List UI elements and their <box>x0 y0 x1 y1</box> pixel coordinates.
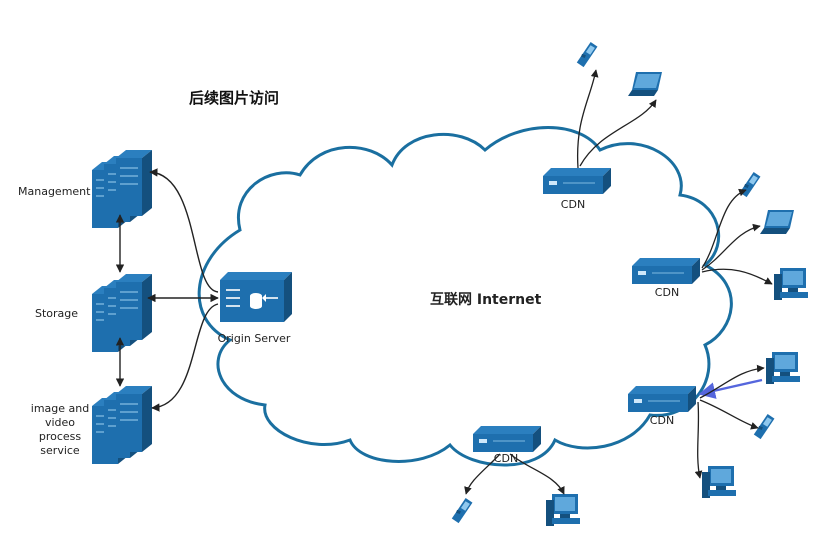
pc-device <box>766 352 800 384</box>
phone-device <box>451 496 474 526</box>
process-label-line: video <box>45 416 75 429</box>
cdn-label: CDN <box>650 414 674 427</box>
process-label-line: service <box>40 444 80 457</box>
laptop-device <box>628 72 662 96</box>
cdn-node-bottom <box>472 425 542 453</box>
storage-label: Storage <box>35 307 78 320</box>
link-right-cdn-pc <box>701 268 773 285</box>
arrow-origin-process <box>151 303 219 412</box>
process-service-server <box>91 385 153 465</box>
pc-device <box>774 268 808 300</box>
arrow-origin-management <box>149 168 219 293</box>
link-right-cdn-laptop <box>701 223 761 271</box>
origin-server-label: Origin Server <box>218 332 291 345</box>
cdn-node-lower-right <box>627 385 697 413</box>
pc-device <box>546 494 580 526</box>
origin-server <box>220 272 292 322</box>
process-label-line: process <box>39 430 82 443</box>
process-label-line: image and <box>31 402 89 415</box>
phone-device <box>739 170 762 200</box>
storage-server <box>91 273 153 353</box>
pc-device <box>702 466 736 498</box>
internet-label: 互联网 Internet <box>430 292 542 308</box>
link-bottom-cdn-phone <box>464 453 501 495</box>
process-service-label: image and video process service <box>31 402 89 457</box>
laptop-device <box>760 210 794 234</box>
cdn-label: CDN <box>494 452 518 465</box>
cdn-label: CDN <box>561 198 585 211</box>
phone-device <box>576 40 599 70</box>
request-arrow-highlight <box>698 378 763 399</box>
link-lower-cdn-phone <box>699 399 759 430</box>
internet-cloud <box>197 126 733 467</box>
link-top-cdn-laptop <box>579 99 657 167</box>
phone-device <box>753 412 776 442</box>
link-bottom-cdn-pc <box>509 453 565 495</box>
link-lower-cdn-pc-bottom <box>694 401 703 479</box>
diagram-title: 后续图片访问 <box>189 89 279 107</box>
management-label: Management <box>18 185 91 198</box>
cdn-node-top <box>542 167 612 195</box>
cdn-label: CDN <box>655 286 679 299</box>
link-lower-cdn-pc-top <box>699 364 765 399</box>
link-top-cdn-phone <box>576 69 599 169</box>
cdn-node-right <box>631 257 701 285</box>
management-server <box>91 149 153 229</box>
link-right-cdn-phone <box>701 188 747 269</box>
